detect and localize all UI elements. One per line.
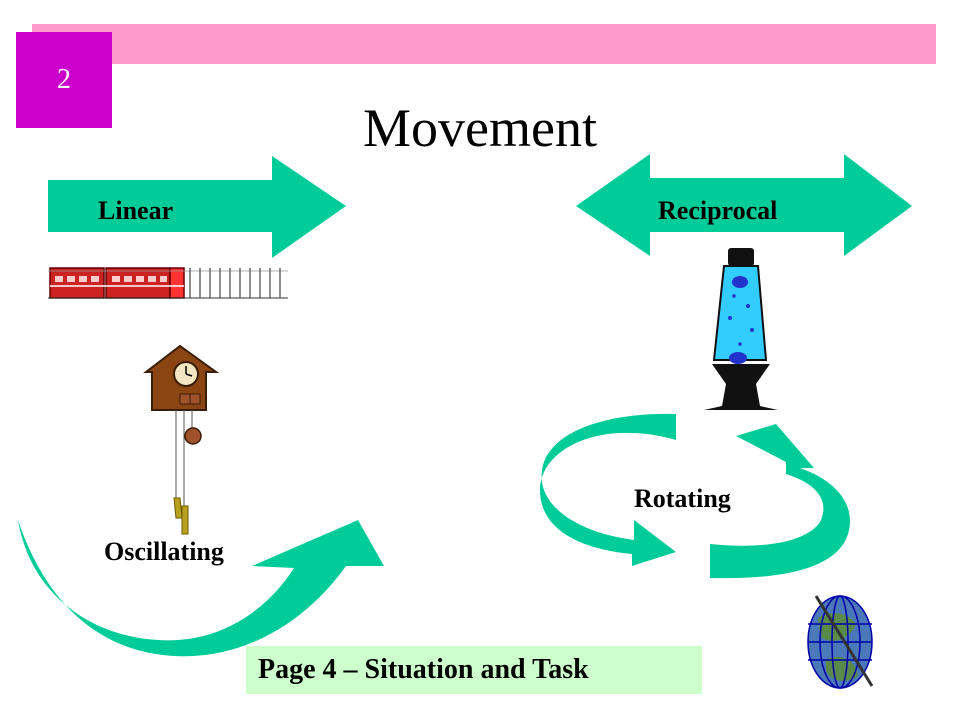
label-oscillating: Oscillating (104, 537, 224, 566)
rotating-arrow-upper (540, 413, 676, 566)
cuckoo-clock-icon (143, 344, 220, 535)
label-linear: Linear (98, 196, 174, 225)
train-icon (48, 267, 288, 299)
reciprocal-arrow (576, 154, 912, 256)
slide-title: Movement (363, 98, 597, 158)
oscillating-arrow (18, 520, 384, 657)
top-accent-bar (32, 24, 936, 64)
globe-icon (807, 595, 874, 689)
slide-number-badge: 2 (16, 32, 112, 128)
footer-text: Page 4 – Situation and Task (258, 654, 589, 685)
slide-number: 2 (57, 64, 71, 95)
footer-box: Page 4 – Situation and Task (246, 646, 702, 694)
rotating-arrow-lower (710, 424, 850, 579)
label-rotating: Rotating (634, 484, 731, 513)
linear-arrow (48, 156, 346, 258)
lava-lamp-icon (704, 248, 778, 410)
label-reciprocal: Reciprocal (658, 196, 778, 225)
